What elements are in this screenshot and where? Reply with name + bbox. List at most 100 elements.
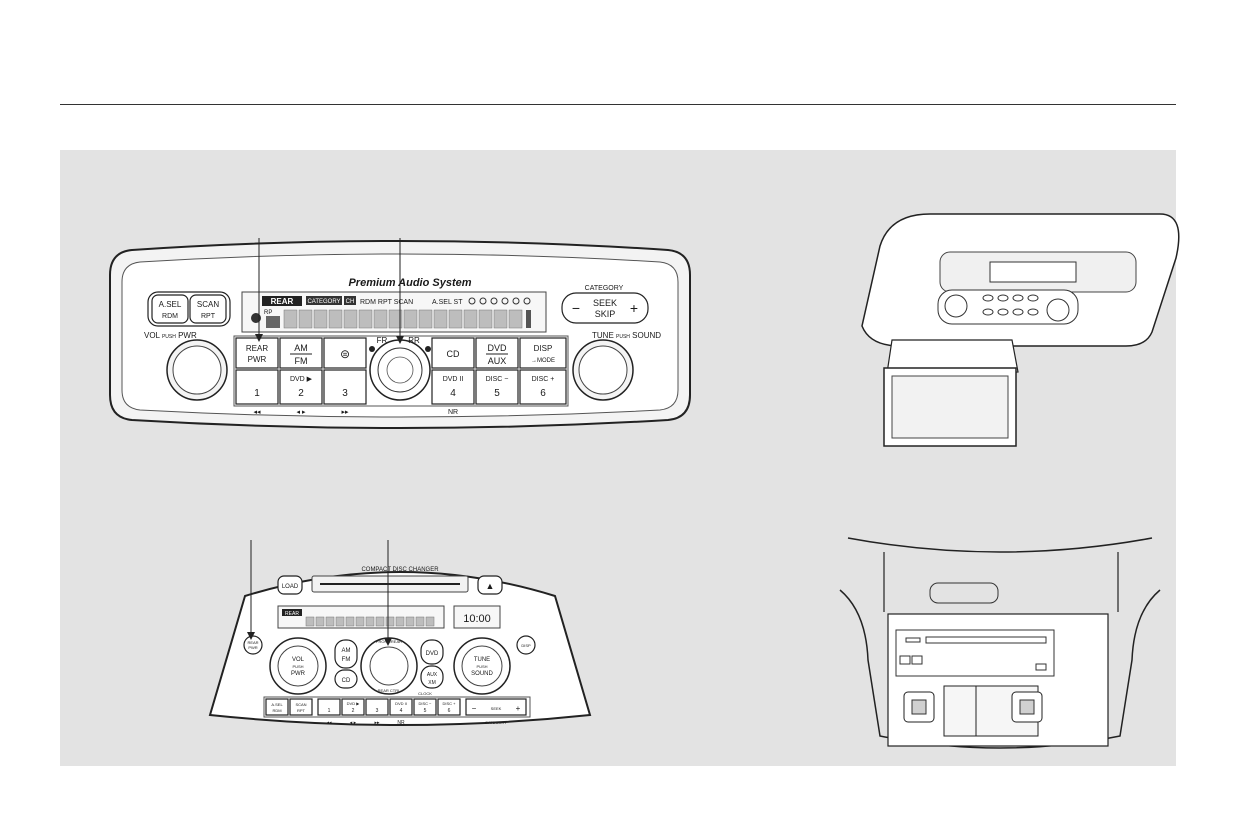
preset-3-button[interactable]: 3 bbox=[324, 370, 366, 404]
plus-icon: + bbox=[630, 300, 638, 316]
svg-text:SCAN: SCAN bbox=[295, 702, 306, 707]
aux-xm-button[interactable]: AUX XM bbox=[421, 666, 443, 688]
svg-text:DISP: DISP bbox=[534, 344, 553, 353]
svg-text:6: 6 bbox=[448, 708, 451, 714]
level-icon bbox=[266, 316, 280, 328]
asel-rdm-button[interactable]: A.SEL RDM bbox=[152, 295, 188, 323]
rewind-icon: ◂◂ bbox=[326, 720, 332, 726]
dvd-aux-button[interactable]: DVD AUX bbox=[476, 338, 518, 368]
am-fm-button[interactable]: AM FM bbox=[280, 338, 322, 368]
svg-text:DISC −: DISC − bbox=[486, 376, 509, 383]
svg-text:SCAN: SCAN bbox=[197, 300, 219, 309]
am-fm-button[interactable]: AM FM bbox=[335, 640, 357, 668]
svg-text:→MODE: →MODE bbox=[531, 358, 555, 364]
svg-text:CD: CD bbox=[342, 678, 351, 684]
svg-text:6: 6 bbox=[540, 388, 546, 399]
svg-text:DVD: DVD bbox=[426, 651, 439, 657]
preset-5-button[interactable]: DISC − 5 bbox=[476, 370, 518, 404]
svg-text:TUNE: TUNE bbox=[474, 657, 490, 663]
preset-2-button[interactable]: DVD ▶ 2 bbox=[342, 699, 364, 715]
fast-forward-icon: ▸▸ bbox=[374, 720, 380, 726]
preset-4-button[interactable]: DVD II 4 bbox=[432, 370, 474, 404]
svg-text:FM: FM bbox=[295, 356, 308, 366]
svg-text:A.SEL: A.SEL bbox=[271, 702, 283, 707]
svg-text:RPT: RPT bbox=[297, 708, 306, 713]
preset-5-button[interactable]: DISC − 5 bbox=[414, 699, 436, 715]
rewind-icon: ◂◂ bbox=[253, 409, 261, 416]
cd-button[interactable]: CD bbox=[335, 670, 357, 688]
svg-text:4: 4 bbox=[450, 388, 456, 399]
preset-2-button[interactable]: DVD ▶ 2 bbox=[280, 370, 322, 404]
svg-text:DVD ▶: DVD ▶ bbox=[290, 376, 313, 383]
ch-indicator: CH bbox=[346, 299, 355, 305]
rear-pwr-button[interactable]: REAR PWR bbox=[236, 338, 278, 368]
rear-led-icon bbox=[425, 346, 431, 352]
svg-text:5: 5 bbox=[494, 388, 500, 399]
svg-text:4: 4 bbox=[400, 708, 403, 714]
category-label: CATEGORY bbox=[485, 720, 507, 725]
svg-text:5: 5 bbox=[424, 708, 427, 714]
rp-indicator: RP bbox=[264, 310, 272, 316]
disp-button[interactable]: DISP bbox=[517, 636, 535, 654]
asel-rdm-button[interactable]: A.SEL RDM bbox=[266, 699, 288, 715]
rear-pwr-button[interactable]: REAR PWR bbox=[244, 636, 262, 654]
preset-6-button[interactable]: DISC + 6 bbox=[438, 699, 460, 715]
svg-text:1: 1 bbox=[328, 708, 331, 714]
plus-icon: + bbox=[516, 704, 521, 713]
fast-forward-icon: ▸▸ bbox=[341, 409, 349, 416]
seek-rocker[interactable]: − + SEEK bbox=[466, 699, 526, 715]
front-rear-control-knob[interactable]: FRONT/REAR REAR CTRL bbox=[361, 638, 417, 694]
svg-text:REAR CTRL: REAR CTRL bbox=[378, 688, 401, 693]
direction-pad-icon bbox=[1047, 299, 1069, 321]
scan-rpt-button[interactable]: SCAN RPT bbox=[290, 699, 312, 715]
preset-4-button[interactable]: DVD II 4 bbox=[390, 699, 412, 715]
eject-button[interactable]: ▲ bbox=[478, 576, 502, 594]
dvd-button[interactable]: DVD bbox=[421, 640, 443, 664]
preset-6-button[interactable]: DISC + 6 bbox=[520, 370, 566, 404]
svg-text:SOUND: SOUND bbox=[471, 671, 493, 677]
nr-label: NR bbox=[397, 720, 405, 726]
svg-text:2: 2 bbox=[298, 388, 304, 399]
seek-skip-rocker[interactable]: − + SEEK SKIP bbox=[562, 293, 648, 323]
svg-text:DISC +: DISC + bbox=[442, 701, 456, 706]
svg-text:CD: CD bbox=[447, 349, 460, 359]
changer-title: COMPACT DISC CHANGER bbox=[361, 567, 439, 573]
brand-title: Premium Audio System bbox=[348, 277, 471, 289]
svg-text:XM: XM bbox=[428, 680, 436, 686]
svg-text:LOAD: LOAD bbox=[282, 584, 299, 590]
audio-unit-premium: Premium Audio System A.SEL RDM SCAN RPT … bbox=[110, 238, 690, 428]
svg-text:2: 2 bbox=[352, 708, 355, 714]
tune-sound-knob[interactable]: TUNE PUSH SOUND bbox=[454, 638, 510, 694]
preset-1-button[interactable]: 1 bbox=[236, 370, 278, 404]
scan-rpt-button[interactable]: SCAN RPT bbox=[190, 295, 226, 323]
svg-text:RDM: RDM bbox=[162, 313, 178, 320]
front-led-icon bbox=[369, 346, 375, 352]
svg-text:A.SEL: A.SEL bbox=[159, 300, 182, 309]
svg-text:AUX: AUX bbox=[488, 356, 507, 366]
svg-text:DVD II: DVD II bbox=[443, 376, 464, 383]
svg-text:PWR: PWR bbox=[291, 671, 306, 677]
volume-power-knob[interactable] bbox=[167, 340, 227, 400]
svg-text:AM: AM bbox=[294, 343, 308, 353]
preset-3-button[interactable]: 3 bbox=[366, 699, 388, 715]
minus-icon: − bbox=[472, 704, 477, 713]
svg-text:DVD ▶: DVD ▶ bbox=[347, 701, 361, 706]
svg-text:3: 3 bbox=[342, 388, 348, 399]
audio-unit-changer: COMPACT DISC CHANGER LOAD ▲ REAR 10:00 R… bbox=[210, 540, 590, 726]
svg-text:AUX: AUX bbox=[427, 672, 438, 678]
volume-power-knob[interactable]: VOL PUSH PWR bbox=[270, 638, 326, 694]
svg-text:RR: RR bbox=[408, 336, 420, 345]
cd-button[interactable]: CD bbox=[432, 338, 474, 368]
svg-text:RPT: RPT bbox=[201, 313, 216, 320]
preset-1-button[interactable]: 1 bbox=[318, 699, 340, 715]
svg-text:PUSH: PUSH bbox=[476, 664, 487, 669]
overhead-display bbox=[990, 262, 1076, 282]
disp-mode-button[interactable]: DISP →MODE bbox=[520, 338, 566, 368]
load-button[interactable]: LOAD bbox=[278, 576, 302, 594]
svg-text:PWR: PWR bbox=[248, 355, 267, 364]
svg-text:DISP: DISP bbox=[521, 643, 531, 648]
satellite-radio-button[interactable]: ⊜ bbox=[324, 338, 366, 368]
rear-indicator: REAR bbox=[285, 611, 299, 617]
tune-sound-knob[interactable] bbox=[573, 340, 633, 400]
